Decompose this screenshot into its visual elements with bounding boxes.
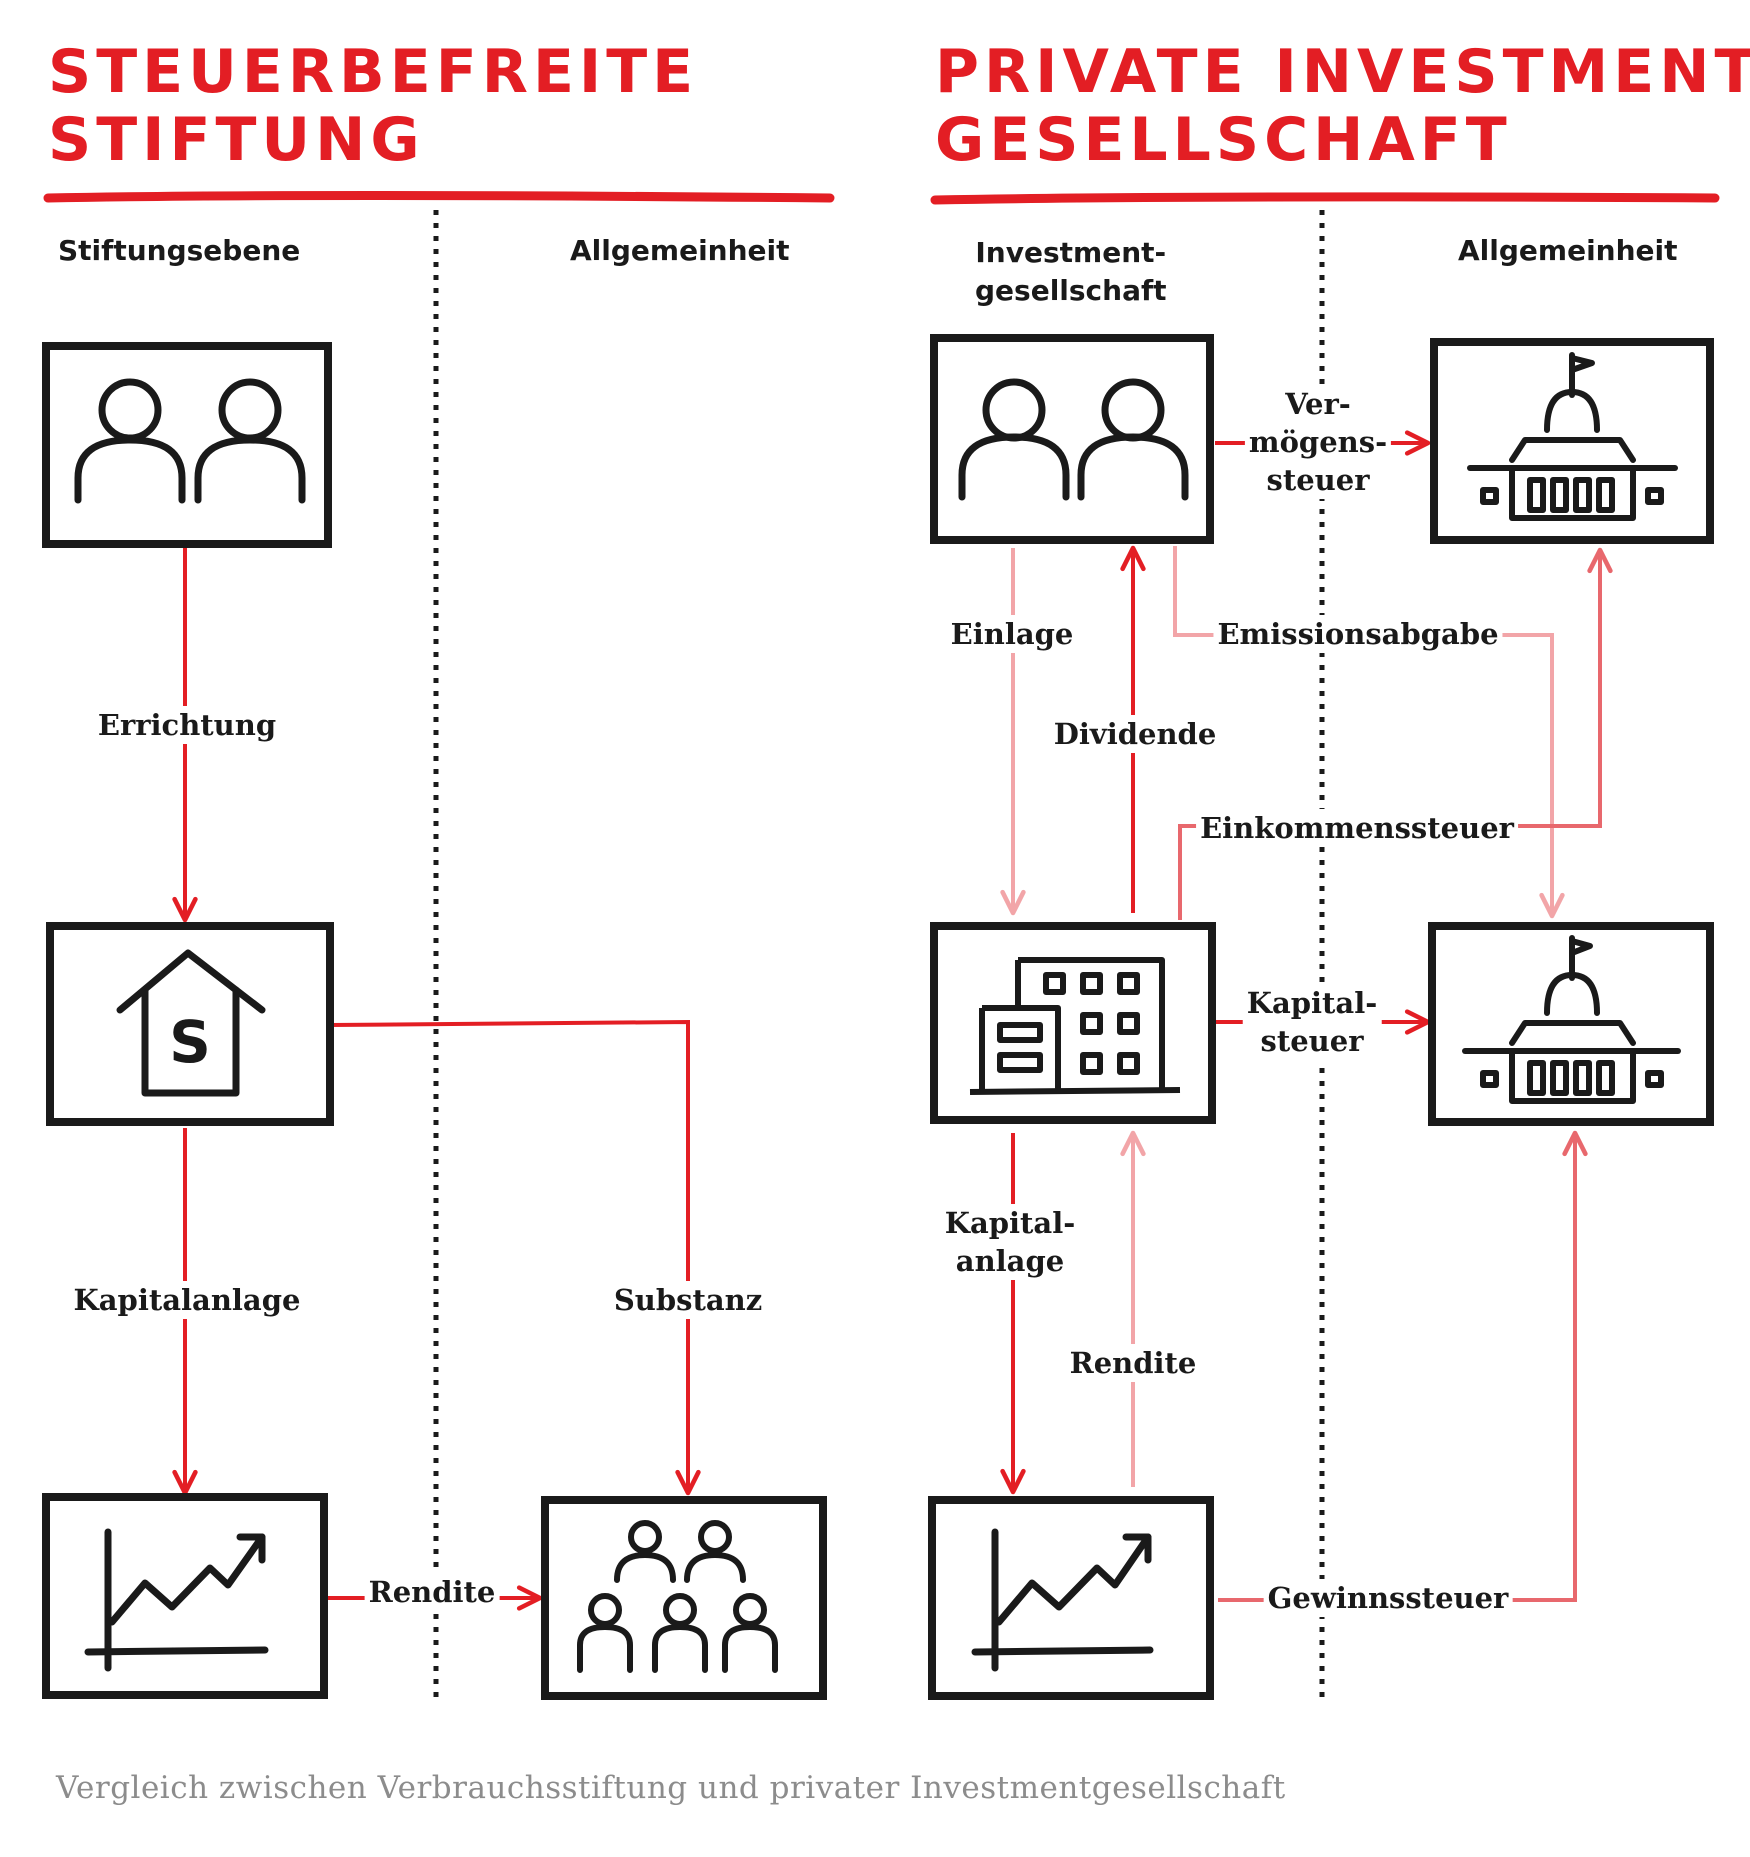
arrow-gewinnssteuer (1218, 1130, 1588, 1602)
box-state-top (1430, 338, 1714, 544)
growth-chart-icon (971, 1528, 1154, 1672)
box-owners (930, 334, 1214, 544)
left-title-underline (43, 191, 835, 203)
box-state-bottom (1428, 922, 1714, 1126)
box-investment-right (928, 1496, 1214, 1700)
label-rendite-right: Rendite (1065, 1344, 1201, 1382)
label-substanz: Substanz (609, 1281, 767, 1319)
svg-text:S: S (169, 1008, 211, 1076)
left-col-stiftungsebene: Stiftungsebene (58, 234, 301, 267)
box-company (930, 922, 1216, 1124)
label-dividende: Dividende (1049, 715, 1221, 753)
label-einkommenssteuer: Einkommenssteuer (1196, 809, 1518, 847)
label-gewinnssteuer: Gewinnssteuer (1263, 1579, 1513, 1617)
arrow-einkommenssteuer (1178, 547, 1613, 920)
box-investment-left (42, 1493, 328, 1699)
right-title-underline (930, 192, 1720, 205)
label-rendite-left: Rendite (364, 1573, 500, 1611)
label-kapitalanlage-left: Kapitalanlage (69, 1281, 305, 1319)
government-building-icon (1467, 352, 1678, 521)
house-dollar-icon: S (116, 949, 266, 1097)
right-title-line2: GESELLSCHAFT (935, 105, 1512, 175)
right-col-allgemeinheit: Allgemeinheit (1458, 234, 1678, 267)
arrow-emissionsabgabe (1173, 546, 1565, 919)
box-public (541, 1496, 827, 1700)
government-building-icon (1462, 935, 1681, 1104)
left-title-line2: STIFTUNG (48, 105, 425, 175)
people-pair-icon (958, 378, 1189, 501)
people-pair-icon (74, 378, 306, 504)
label-errichtung: Errichtung (93, 706, 281, 744)
left-col-allgemeinheit: Allgemeinheit (570, 234, 790, 267)
arrow-substanz (329, 1019, 701, 1496)
box-founders (42, 342, 332, 548)
left-title-line1: STEUERBEFREITE (48, 37, 699, 107)
label-einlage: Einlage (946, 615, 1078, 653)
label-kapitalanlage-right: Kapital- anlage (940, 1204, 1080, 1280)
box-foundation: S (46, 922, 334, 1126)
label-vermoegenssteuer: Ver- mögens- steuer (1244, 385, 1392, 499)
label-emissionsabgabe: Emissionsabgabe (1213, 615, 1503, 653)
office-building-icon (969, 957, 1181, 1095)
growth-chart-icon (84, 1528, 269, 1672)
crowd-icon (577, 1520, 778, 1673)
figure-caption: Vergleich zwischen Verbrauchsstiftung un… (56, 1770, 1286, 1806)
right-col-investmentgesellschaft: Investment- gesellschaft (975, 236, 1167, 307)
right-title-line1: PRIVATE INVESTMENT- (935, 37, 1750, 107)
label-kapitalsteuer: Kapital- steuer (1242, 984, 1382, 1060)
